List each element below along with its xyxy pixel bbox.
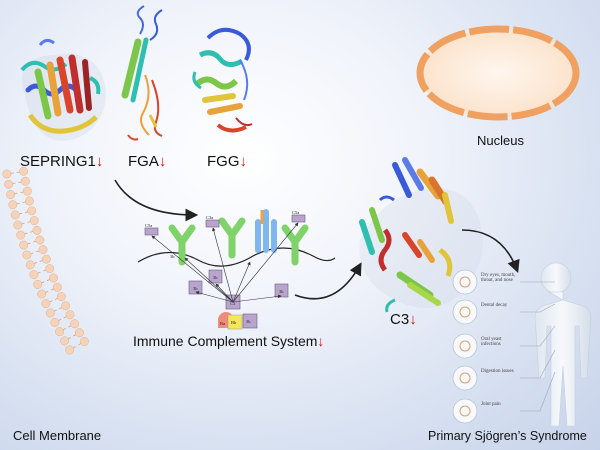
cell-membrane	[2, 166, 89, 355]
c3b-label-a: 3b	[193, 286, 198, 291]
nucleus	[416, 25, 580, 121]
down-arrow-icon: ↓	[317, 333, 325, 349]
symptom-label: Dental decay	[481, 303, 508, 308]
arrow-c3-to-syndrome	[461, 229, 520, 273]
complement-system	[137, 209, 336, 330]
eye-icon	[452, 269, 478, 295]
down-arrow-icon: ↓	[409, 311, 417, 328]
sepring1-structure	[20, 38, 106, 141]
down-arrow-icon: ↓	[95, 153, 104, 170]
fga-structure	[121, 5, 163, 141]
symptom-label: Dry eyes, mouth, throat, and nose	[481, 273, 516, 283]
c4-label: 3b	[246, 319, 251, 324]
ba-label: Ba	[220, 321, 225, 326]
c3b-label-d: 3b	[170, 254, 175, 259]
bb-label: Bb	[231, 320, 237, 325]
fgg-text: FGG	[207, 153, 240, 170]
complement-component-labels: C5a C3a C5a 3b 3b 3b C3 Ba Bb 3b 3b	[145, 210, 299, 326]
fgg-structure	[192, 27, 253, 133]
complement-system-label: Immune Complement System↓	[133, 333, 324, 349]
c5a-right-label: C5a	[292, 210, 299, 215]
fga-label: FGA↓	[128, 153, 166, 170]
fgg-label: FGG↓	[207, 153, 247, 170]
c3-structure	[359, 157, 483, 313]
symptom-label: Joint pain	[481, 402, 501, 407]
joint-icon	[452, 398, 478, 424]
symptom-icons	[452, 269, 556, 424]
complement-system-text: Immune Complement System	[133, 333, 318, 349]
c3a-label: C3a	[206, 215, 213, 220]
down-arrow-icon: ↓	[158, 153, 167, 170]
c3-center-label: C3	[230, 301, 236, 306]
sepring1-label: SEPRING1↓	[20, 153, 103, 170]
human-body-silhouette	[534, 262, 592, 427]
symptom-label: Digestion issues	[481, 369, 514, 374]
c3-text: C3	[390, 311, 410, 328]
down-arrow-icon: ↓	[239, 153, 248, 170]
nucleus-label: Nucleus	[477, 133, 524, 148]
c3-label: C3↓	[390, 311, 417, 328]
sepring1-text: SEPRING1	[20, 153, 96, 170]
stomach-icon	[452, 365, 478, 391]
fga-text: FGA	[128, 153, 159, 170]
symptom-label: Oral yeast infections	[481, 337, 502, 347]
cell-membrane-label: Cell Membrane	[13, 428, 102, 443]
mouth-icon	[452, 333, 478, 359]
syndrome-label: Primary Sjögren’s Syndrome	[428, 429, 587, 443]
arrow-complement-to-c3	[294, 262, 362, 300]
c5a-left-label: C5a	[145, 223, 152, 228]
c3b-label-b: 3b	[213, 275, 218, 280]
tooth-icon	[452, 299, 478, 325]
arrow-proteins-to-complement	[114, 179, 199, 222]
c3b-label-c: 3b	[279, 289, 284, 294]
